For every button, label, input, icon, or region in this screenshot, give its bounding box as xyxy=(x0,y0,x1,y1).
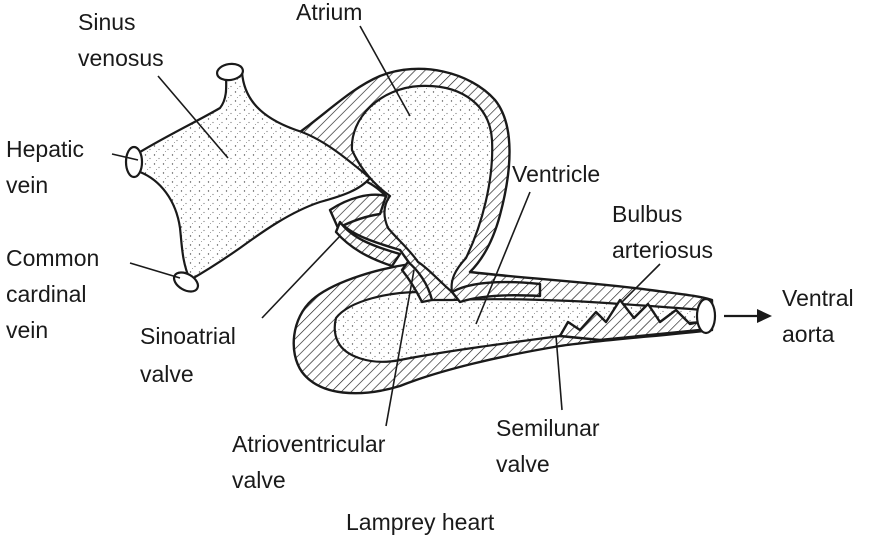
label-sinoatrial-valve: Sinoatrial valve xyxy=(140,323,242,387)
av-septum xyxy=(450,280,542,304)
outflow-arrowhead xyxy=(757,309,772,323)
atrioventricular-valve-flap xyxy=(400,260,434,304)
label-ventricle: Ventricle xyxy=(512,161,600,187)
sinoatrial-valve-flap xyxy=(328,193,388,230)
label-semilunar-valve: Semilunar valve xyxy=(496,415,606,477)
figure-caption: Lamprey heart xyxy=(346,509,495,535)
hepatic-vein-opening xyxy=(124,145,144,179)
leader-bulbus xyxy=(621,263,661,303)
leader-atrioventricular xyxy=(385,269,415,427)
leader-ventricle xyxy=(475,191,531,325)
heart-illustration xyxy=(124,62,772,395)
label-atrium: Atrium xyxy=(296,0,362,25)
leader-sinus-venosus xyxy=(157,75,229,159)
label-atrioventricular-valve: Atrioventricular valve xyxy=(232,431,392,493)
sinus-venosus-chamber xyxy=(138,70,372,282)
labels: Sinus venosus Atrium Hepatic vein Ventri… xyxy=(6,0,860,535)
leader-hepatic-vein xyxy=(111,153,139,161)
ventral-aorta-opening xyxy=(695,297,717,335)
atrium-chamber xyxy=(350,84,494,294)
label-ventral-aorta: Ventral aorta xyxy=(782,285,860,347)
leader-common-cardinal xyxy=(129,262,181,279)
sinus-top-opening xyxy=(215,62,245,82)
leader-sinoatrial xyxy=(261,235,341,319)
label-common-cardinal-vein: Common cardinal vein xyxy=(6,245,106,343)
leader-atrium xyxy=(359,25,411,117)
label-bulbus-arteriosus: Bulbus arteriosus xyxy=(612,201,713,263)
semilunar-folds xyxy=(558,298,702,342)
leader-lines xyxy=(111,25,661,427)
label-sinus-venosus: Sinus venosus xyxy=(78,9,164,71)
leader-semilunar xyxy=(555,335,563,411)
sinoatrial-valve-flap-2 xyxy=(334,220,402,268)
label-hepatic-vein: Hepatic vein xyxy=(6,136,90,198)
